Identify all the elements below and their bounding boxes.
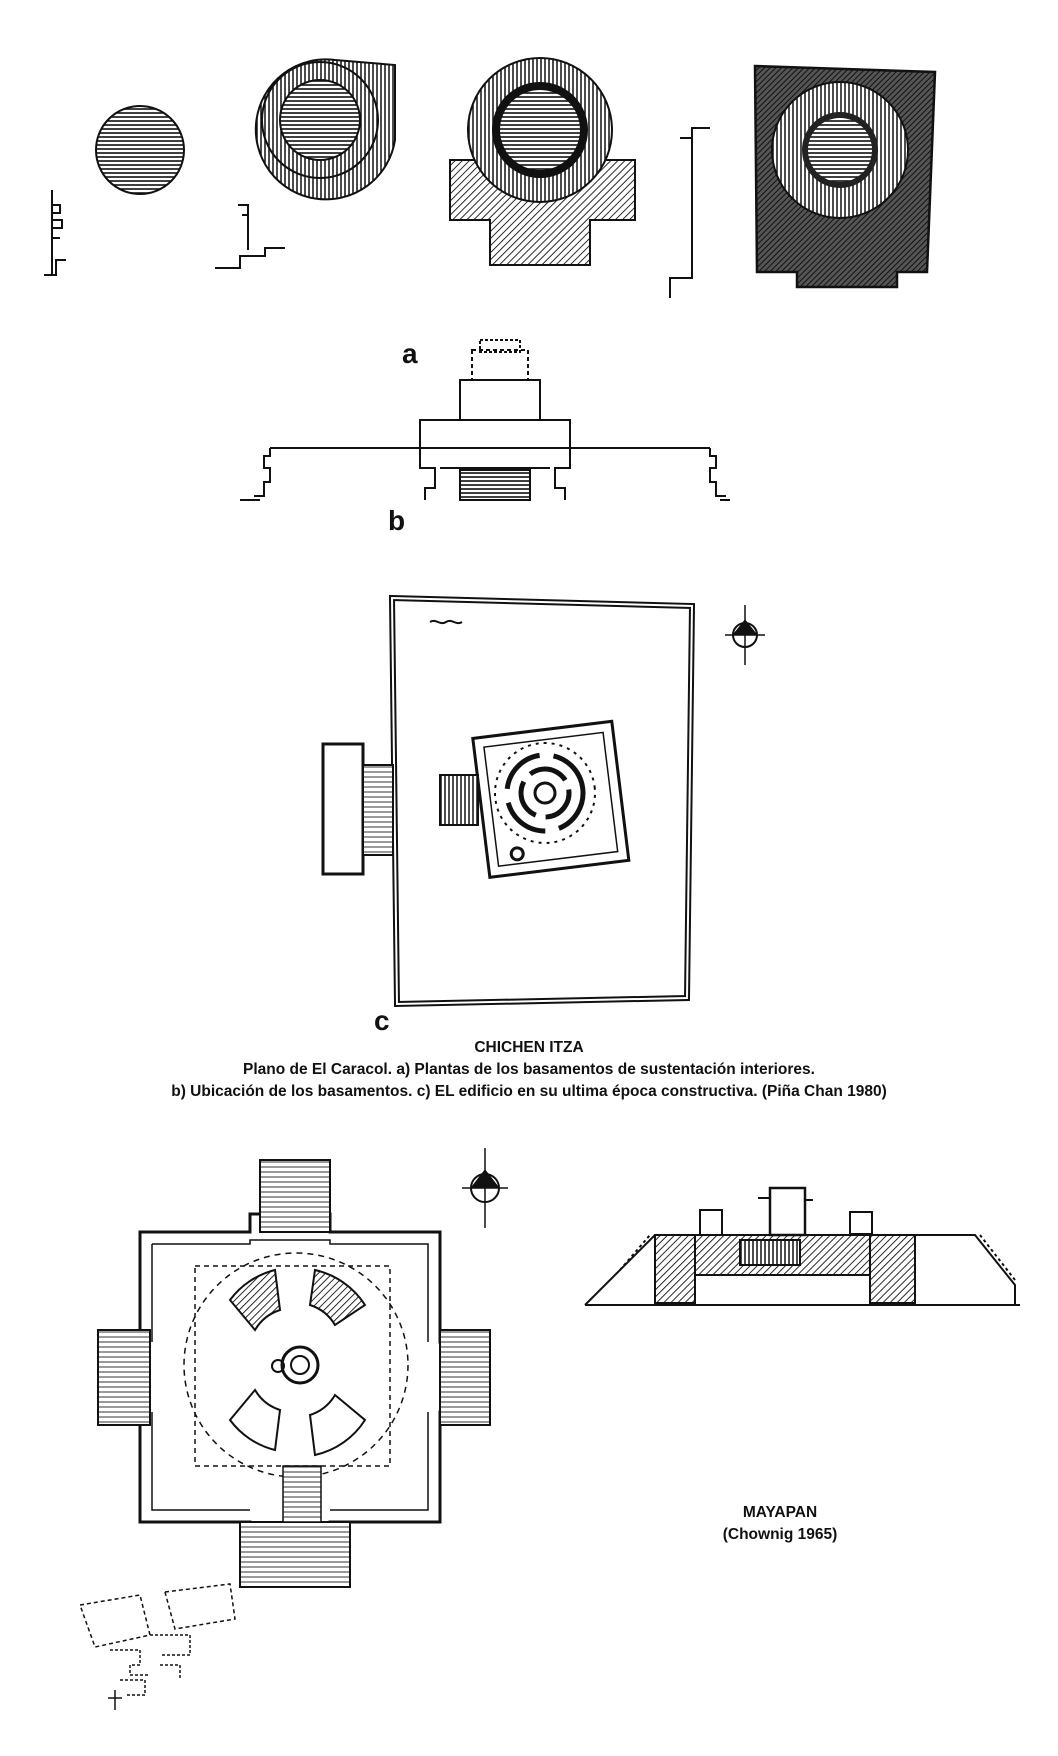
north-arrow-icon	[462, 1148, 508, 1228]
section-elevation	[240, 339, 730, 501]
mayapan-elevation	[584, 1186, 1020, 1306]
mayapan-site-inset	[78, 1583, 236, 1710]
label-a: a	[402, 338, 418, 369]
north-arrow-icon	[725, 605, 765, 665]
base-plan-3	[449, 57, 636, 266]
label-b: b	[388, 505, 406, 536]
mayapan-site: MAYAPAN	[742, 1504, 818, 1521]
caption-site: CHICHEN ITZA	[474, 1039, 584, 1056]
caption-line2: b) Ubicación de los basamentos. c) EL ed…	[171, 1083, 887, 1100]
label-c: c	[374, 1005, 390, 1036]
caption-line1: Plano de El Caracol. a) Plantas de los b…	[243, 1061, 815, 1078]
mayapan-source: (Chownig 1965)	[722, 1526, 838, 1543]
mayapan-plan	[97, 1159, 491, 1588]
base-plan-1	[44, 105, 185, 276]
base-plan-4	[669, 64, 937, 298]
caracol-plan	[321, 594, 696, 1008]
base-plan-2	[215, 58, 396, 269]
